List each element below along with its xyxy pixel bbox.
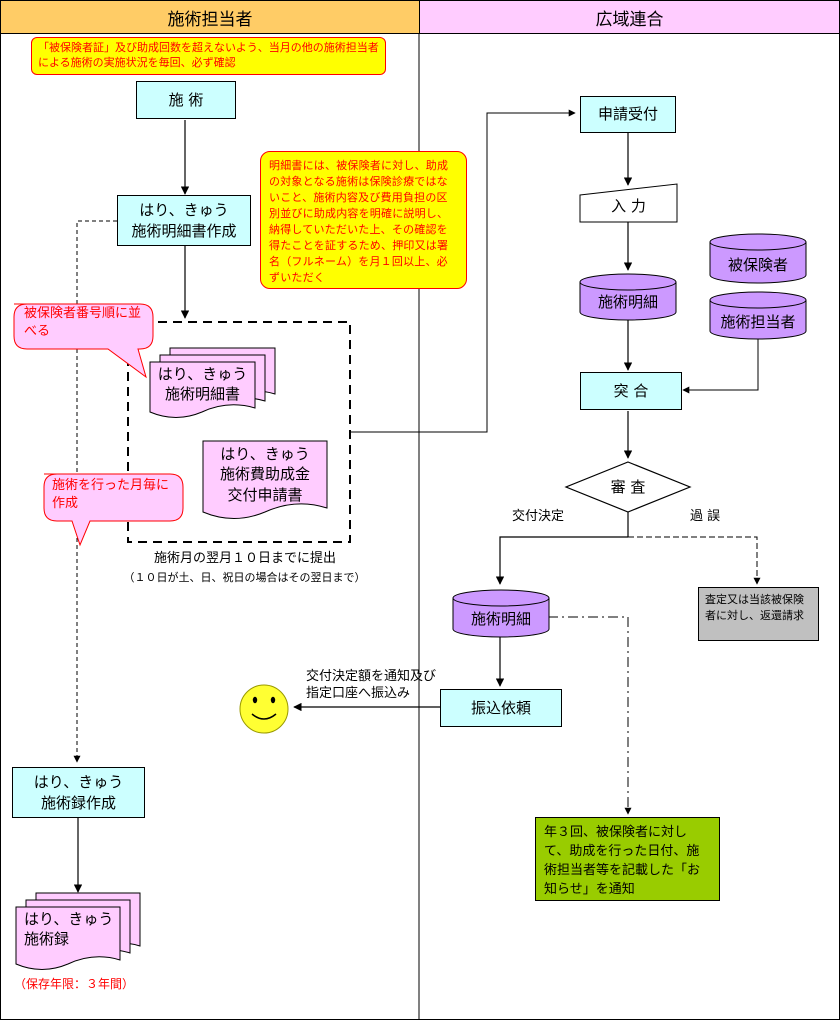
- db-statement: 施術明細: [597, 292, 658, 311]
- lane-header-union: 広域連合: [419, 0, 840, 34]
- retention-period: （保存年限：３年間）: [14, 977, 135, 991]
- arrow-to-decision: [495, 536, 628, 585]
- record-doc: はり、きゅう 施術録: [24, 910, 114, 949]
- review-label: 審 査: [610, 478, 646, 496]
- statement-doc-stack: [149, 347, 276, 418]
- callout-monthly-shape: [43, 473, 184, 547]
- transfer-request-box: 振込依頼: [440, 689, 562, 727]
- refund-request-box: 査定又は当該被保険者に対し、返還請求: [698, 587, 819, 641]
- dashed-arrow-to-error: [628, 536, 761, 585]
- callout-monthly: 施術を行った月毎に作成: [52, 478, 170, 511]
- match-box: 突 合: [580, 372, 682, 410]
- treatment-box: 施 術: [136, 81, 236, 119]
- db-insured-shape: [709, 233, 807, 284]
- application-doc-shape: [202, 440, 328, 519]
- dashdot-arrow-to-notice: [548, 616, 632, 815]
- db-statement2-shape: [452, 589, 550, 638]
- db-practitioner-shape: [709, 291, 807, 340]
- transfer-notice-label: 交付決定額を通知及び 指定口座へ振込み: [306, 669, 437, 701]
- submit-deadline: 施術月の翌月１０日までに提出: [153, 551, 336, 566]
- note-explanation: 明細書には、被保険者に対し、助成の対象となる施術は保険診療ではないこと、施術内容…: [260, 151, 467, 289]
- statement-create-box: はり、きゅう 施術明細書作成: [117, 195, 251, 246]
- notice-box: 年３回、被保険者に対して、助成を行った日付、施術担当者等を記載した「お知らせ」を…: [535, 817, 720, 901]
- lane-header-practitioner: 施術担当者: [0, 0, 420, 34]
- db-statement-2: 施術明細: [470, 609, 531, 628]
- lane-label-practitioner: 施術担当者: [167, 9, 253, 30]
- decision-label: 交付決定: [512, 509, 565, 524]
- receive-box: 申請受付: [580, 96, 676, 133]
- arrow-practitioner-db-to-match: [682, 338, 759, 394]
- callout-sort-shape: [13, 303, 154, 379]
- note-check-status: 「被保険者証」及び助成回数を超えないよう、当月の他の施術担当者による施術の実施状…: [31, 37, 386, 75]
- record-create-box: はり、きゅう 施術録作成: [12, 767, 145, 818]
- input-shape: [579, 183, 678, 223]
- db-practitioner: 施術担当者: [720, 312, 796, 331]
- submit-deadline-note: （１０日が土、日、祝日の場合はその翌日まで）: [123, 571, 366, 584]
- record-doc-stack: [15, 892, 141, 970]
- input-label: 入 力: [611, 197, 646, 215]
- dashed-arrow-to-record: [73, 220, 117, 763]
- error-label: 過 誤: [690, 509, 721, 524]
- callout-sort: 被保険者番号順に並べる: [24, 306, 142, 339]
- lane-label-union: 広域連合: [595, 9, 664, 30]
- db-insured: 被保険者: [727, 255, 788, 274]
- statement-doc: はり、きゅう 施術明細書: [157, 365, 248, 404]
- application-doc: はり、きゅう 施術費助成金 交付申請書: [219, 445, 310, 504]
- db-statement-shape: [579, 273, 677, 321]
- arrow-bundle-to-receive: [350, 109, 576, 433]
- smiley-icon: [239, 684, 289, 734]
